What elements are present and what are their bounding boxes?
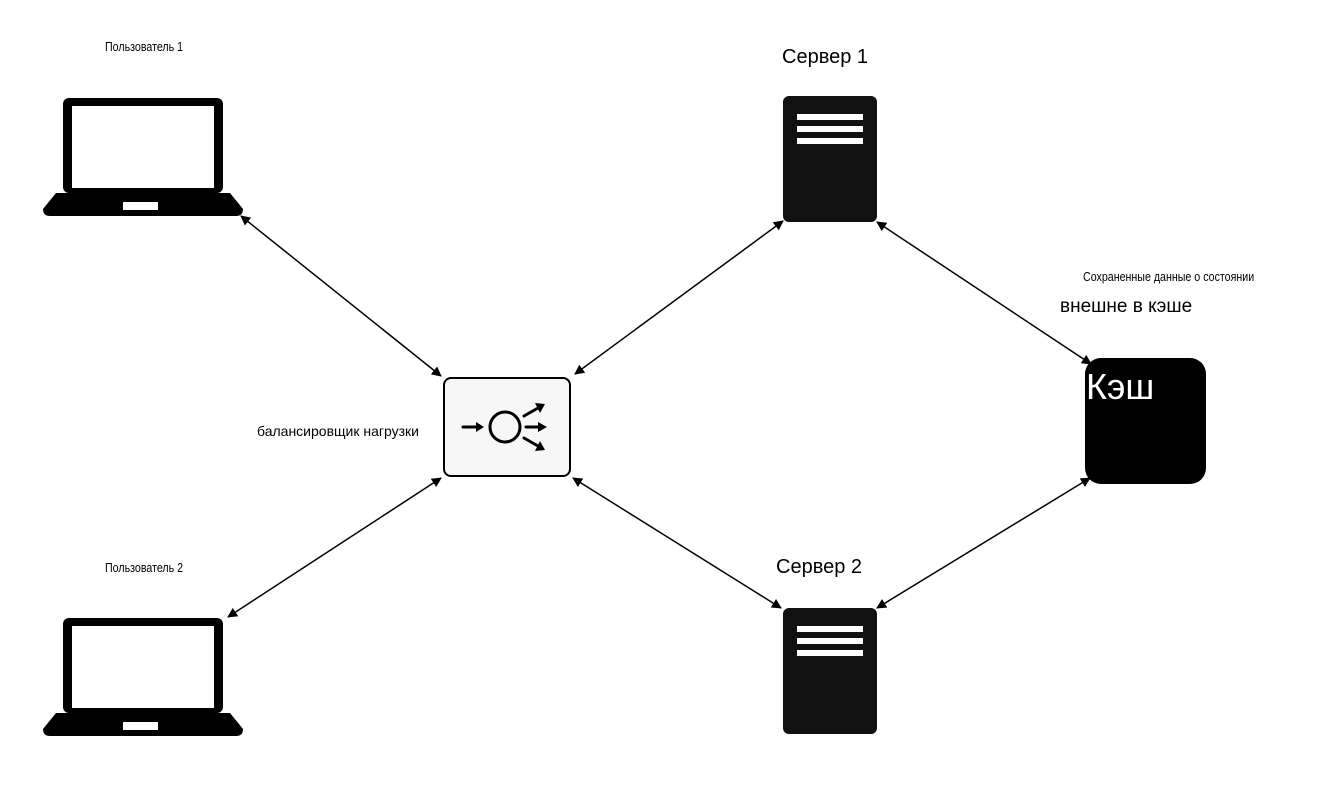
- server1-label: Сервер 1: [782, 46, 869, 68]
- edge-user2-load-balancer: [227, 477, 442, 618]
- user1-label: Пользователь 1: [105, 39, 184, 54]
- cache-caption-line1: Сохраненные данные о состоянии: [1083, 269, 1255, 284]
- edge-server2-cache: [876, 477, 1091, 609]
- connections: [227, 215, 1092, 618]
- laptop-icon: [43, 98, 243, 216]
- laptop-icon: [43, 618, 243, 736]
- load-balancer-node: [443, 377, 571, 477]
- cache-node: [1085, 358, 1206, 484]
- cache-caption-line2: внешне в кэше: [1060, 296, 1193, 317]
- server-icon: [783, 96, 877, 222]
- cache-label: Кэш: [1086, 366, 1155, 407]
- user2-label: Пользователь 2: [105, 560, 184, 575]
- edge-server1-cache: [876, 221, 1092, 365]
- load-balancer-label: балансировщик нагрузки: [257, 423, 419, 439]
- edge-load-balancer-server1: [574, 220, 784, 375]
- server2-label: Сервер 2: [776, 556, 863, 578]
- edge-load-balancer-server2: [572, 477, 782, 609]
- server-icon: [783, 608, 877, 734]
- edge-user1-load-balancer: [240, 215, 442, 377]
- load-balancer-icon: [461, 403, 547, 451]
